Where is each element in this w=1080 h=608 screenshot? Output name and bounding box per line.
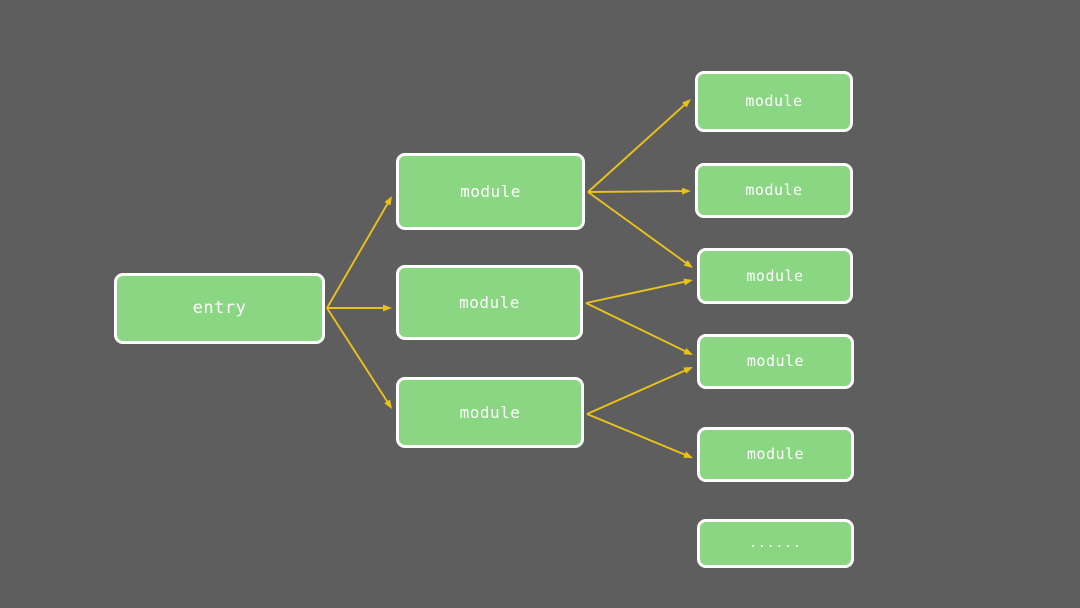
graph-node-leaf6[interactable]: ......: [697, 519, 854, 568]
graph-node-leaf5[interactable]: module: [697, 427, 854, 482]
edge-arrow: [326, 307, 392, 409]
graph-node-label: module: [746, 266, 804, 285]
edge-arrow: [585, 302, 693, 355]
graph-node-label: module: [745, 92, 803, 110]
graph-node-leaf4[interactable]: module: [697, 334, 854, 389]
edge-arrow: [326, 196, 392, 309]
graph-node-label: module: [459, 402, 521, 422]
edge-arrow: [587, 187, 691, 195]
edge-arrow: [585, 278, 693, 304]
graph-node-leaf3[interactable]: module: [697, 248, 853, 304]
graph-node-label: module: [746, 352, 805, 370]
graph-node-label: ......: [749, 536, 802, 551]
graph-node-label: module: [746, 445, 805, 463]
edge-arrow: [586, 367, 693, 415]
graph-node-label: module: [745, 181, 803, 199]
graph-node-mid1[interactable]: module: [396, 153, 585, 230]
edge-arrow: [327, 304, 392, 312]
graph-node-leaf1[interactable]: module: [695, 71, 853, 132]
edge-arrow: [586, 413, 693, 458]
graph-node-label: entry: [192, 298, 247, 318]
graph-node-label: module: [459, 292, 520, 312]
graph-node-mid3[interactable]: module: [396, 377, 584, 448]
graph-node-entry[interactable]: entry: [114, 273, 325, 344]
edge-arrow: [587, 191, 693, 268]
graph-node-label: module: [460, 181, 521, 201]
edge-arrow: [587, 99, 691, 193]
graph-node-leaf2[interactable]: module: [695, 163, 853, 218]
graph-node-mid2[interactable]: module: [396, 265, 583, 340]
